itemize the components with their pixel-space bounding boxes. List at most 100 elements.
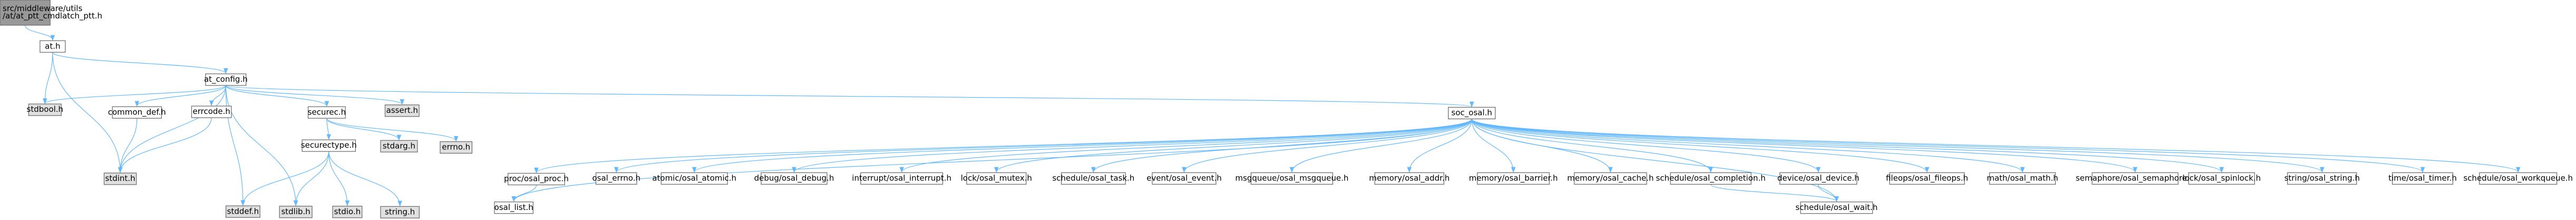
node-securectype-h[interactable]: securectype.h	[301, 139, 357, 152]
node-label: soc_osal.h	[1451, 108, 1492, 118]
node-at-config-h[interactable]: at_config.h	[204, 73, 248, 86]
node-securec-h[interactable]: securec.h	[308, 106, 346, 119]
node-box	[1250, 172, 1333, 185]
node-fileops[interactable]: fileops/osal_fileops.h	[1886, 172, 1968, 185]
node-proc[interactable]: proc/osal_proc.h	[504, 173, 569, 186]
node-box	[0, 0, 51, 26]
node-event[interactable]: event/osal_event.h	[1146, 172, 1222, 185]
edge-at-config-h-to-securec-h	[225, 85, 329, 107]
edge-at-config-h-to-common-def-h	[134, 85, 226, 107]
node-box	[380, 206, 420, 218]
edge-soc-osal-h-to-strs	[1471, 119, 2325, 173]
node-debug[interactable]: debug/osal_debug.h	[754, 172, 834, 185]
node-soc-osal-h[interactable]: soc_osal.h	[1447, 107, 1496, 119]
edge-completion-to-wait	[1710, 184, 1839, 202]
node-box	[595, 172, 637, 185]
node-errno[interactable]: osal_errno.h	[592, 172, 640, 185]
node-msgqueue[interactable]: msgqueue/osal_msgqueue.h	[1235, 172, 1348, 185]
node-spinlock[interactable]: lock/osal_spinlock.h	[2182, 172, 2261, 185]
edge-soc-osal-h-to-event	[1182, 119, 1472, 173]
node-label: event/osal_event.h	[1146, 173, 1222, 183]
node-math[interactable]: math/osal_math.h	[1987, 172, 2058, 185]
node-box	[761, 172, 828, 185]
node-list[interactable]: osal_list.h	[494, 202, 534, 214]
node-stdio-h[interactable]: stdio.h	[332, 206, 363, 218]
node-label: osal_list.h	[494, 203, 533, 213]
node-box	[380, 140, 418, 152]
node-label: string.h	[385, 207, 415, 216]
node-label: errno.h	[442, 142, 470, 152]
node-label: schedule/osal_workqueue.h	[2463, 173, 2573, 183]
node-box	[28, 103, 62, 116]
node-box	[2092, 172, 2179, 185]
node-wait[interactable]: schedule/osal_wait.h	[1795, 202, 1878, 214]
node-box	[1989, 172, 2056, 185]
node-atomic[interactable]: atomic/osal_atomic.h	[652, 172, 736, 185]
edge-soc-osal-h-to-device	[1471, 119, 1821, 173]
node-label: /at/at_ptt_cmdlatch_ptt.h	[3, 11, 102, 21]
node-label: stdio.h	[334, 207, 361, 216]
edge-soc-osal-h-to-spinlock	[1471, 119, 2224, 173]
node-box	[2188, 172, 2255, 185]
node-label: securectype.h	[301, 140, 357, 150]
node-box	[205, 73, 247, 86]
node-label: common_def.h	[108, 107, 166, 117]
node-workqueue[interactable]: schedule/osal_workqueue.h	[2463, 172, 2573, 185]
node-root[interactable]: src/middleware/utils/at/at_ptt_cmdlatch_…	[0, 0, 102, 26]
node-completion[interactable]: schedule/osal_completion.h	[1656, 172, 1766, 185]
edge-securec-h-to-errno-h	[326, 118, 459, 142]
node-box	[1374, 172, 1444, 185]
node-label: schedule/osal_completion.h	[1656, 173, 1765, 183]
node-label: string/osal_string.h	[2285, 173, 2360, 183]
node-device[interactable]: device/osal_device.h	[1777, 172, 1860, 185]
node-label: schedule/osal_task.h	[1052, 173, 1134, 183]
edge-at-h-to-stdbool-h	[42, 52, 53, 104]
node-box	[40, 40, 66, 53]
node-errno-h[interactable]: errno.h	[440, 141, 473, 154]
node-assert-h[interactable]: assert.h	[384, 104, 420, 117]
node-semaphore[interactable]: semaphore/osal_semaphore.h	[2076, 172, 2194, 185]
node-addr[interactable]: memory/osal_addr.h	[1369, 172, 1450, 185]
node-stdbool-h[interactable]: stdbool.h	[27, 103, 64, 116]
node-common-def-h[interactable]: common_def.h	[108, 106, 166, 119]
node-label: stdint.h	[105, 174, 135, 183]
node-box	[508, 173, 565, 186]
node-mutex[interactable]: lock/osal_mutex.h	[961, 172, 1032, 185]
node-barrier[interactable]: memory/osal_barrier.h	[1469, 172, 1558, 185]
node-box	[112, 106, 162, 119]
node-timer[interactable]: time/osal_timer.h	[2388, 172, 2457, 185]
node-label: interrupt/osal_interrupt.h	[852, 173, 951, 183]
edge-securectype-h-to-stdio-h	[328, 151, 350, 206]
edge-at-config-h-to-assert-h	[225, 85, 404, 105]
edge-errcode-h-to-stdint-h	[118, 118, 212, 173]
node-stdlib-h[interactable]: stdlib.h	[279, 206, 313, 218]
edge-common-def-h-to-stdint-h	[118, 118, 138, 173]
edge-securectype-h-to-string-h	[328, 151, 402, 207]
node-label: math/osal_math.h	[1987, 173, 2058, 183]
edge-soc-osal-h-to-timer	[1471, 118, 2425, 173]
edge-soc-osal-h-to-proc	[534, 118, 1472, 174]
edge-soc-osal-h-to-semaphore	[1471, 119, 2137, 173]
edge-at-config-h-to-stddef-h	[225, 85, 246, 206]
node-label: stdlib.h	[281, 207, 310, 216]
node-at-h[interactable]: at.h	[40, 40, 66, 53]
node-label: debug/osal_debug.h	[754, 173, 834, 183]
node-cache[interactable]: memory/osal_cache.h	[1567, 172, 1654, 185]
edge-soc-osal-h-to-wait	[1471, 119, 1839, 202]
node-stddef-h[interactable]: stddef.h	[225, 205, 260, 218]
node-errcode-h[interactable]: errcode.h	[191, 106, 232, 118]
edge-at-h-to-at-config-h	[52, 52, 228, 74]
node-task[interactable]: schedule/osal_task.h	[1052, 172, 1134, 185]
node-stdarg-h[interactable]: stdarg.h	[380, 140, 418, 152]
node-strs[interactable]: string/osal_string.h	[2285, 172, 2360, 185]
node-stdint-h[interactable]: stdint.h	[103, 173, 137, 185]
edge-soc-osal-h-to-mutex	[994, 119, 1472, 173]
node-string-h[interactable]: string.h	[380, 206, 420, 218]
edge-soc-osal-h-to-workqueue	[1471, 118, 2521, 173]
edge-soc-osal-h-to-barrier	[1471, 119, 1516, 173]
node-box	[302, 139, 356, 152]
edge-soc-osal-h-to-atomic	[692, 119, 1472, 173]
node-interrupt[interactable]: interrupt/osal_interrupt.h	[852, 172, 951, 185]
node-label: at.h	[45, 41, 60, 51]
